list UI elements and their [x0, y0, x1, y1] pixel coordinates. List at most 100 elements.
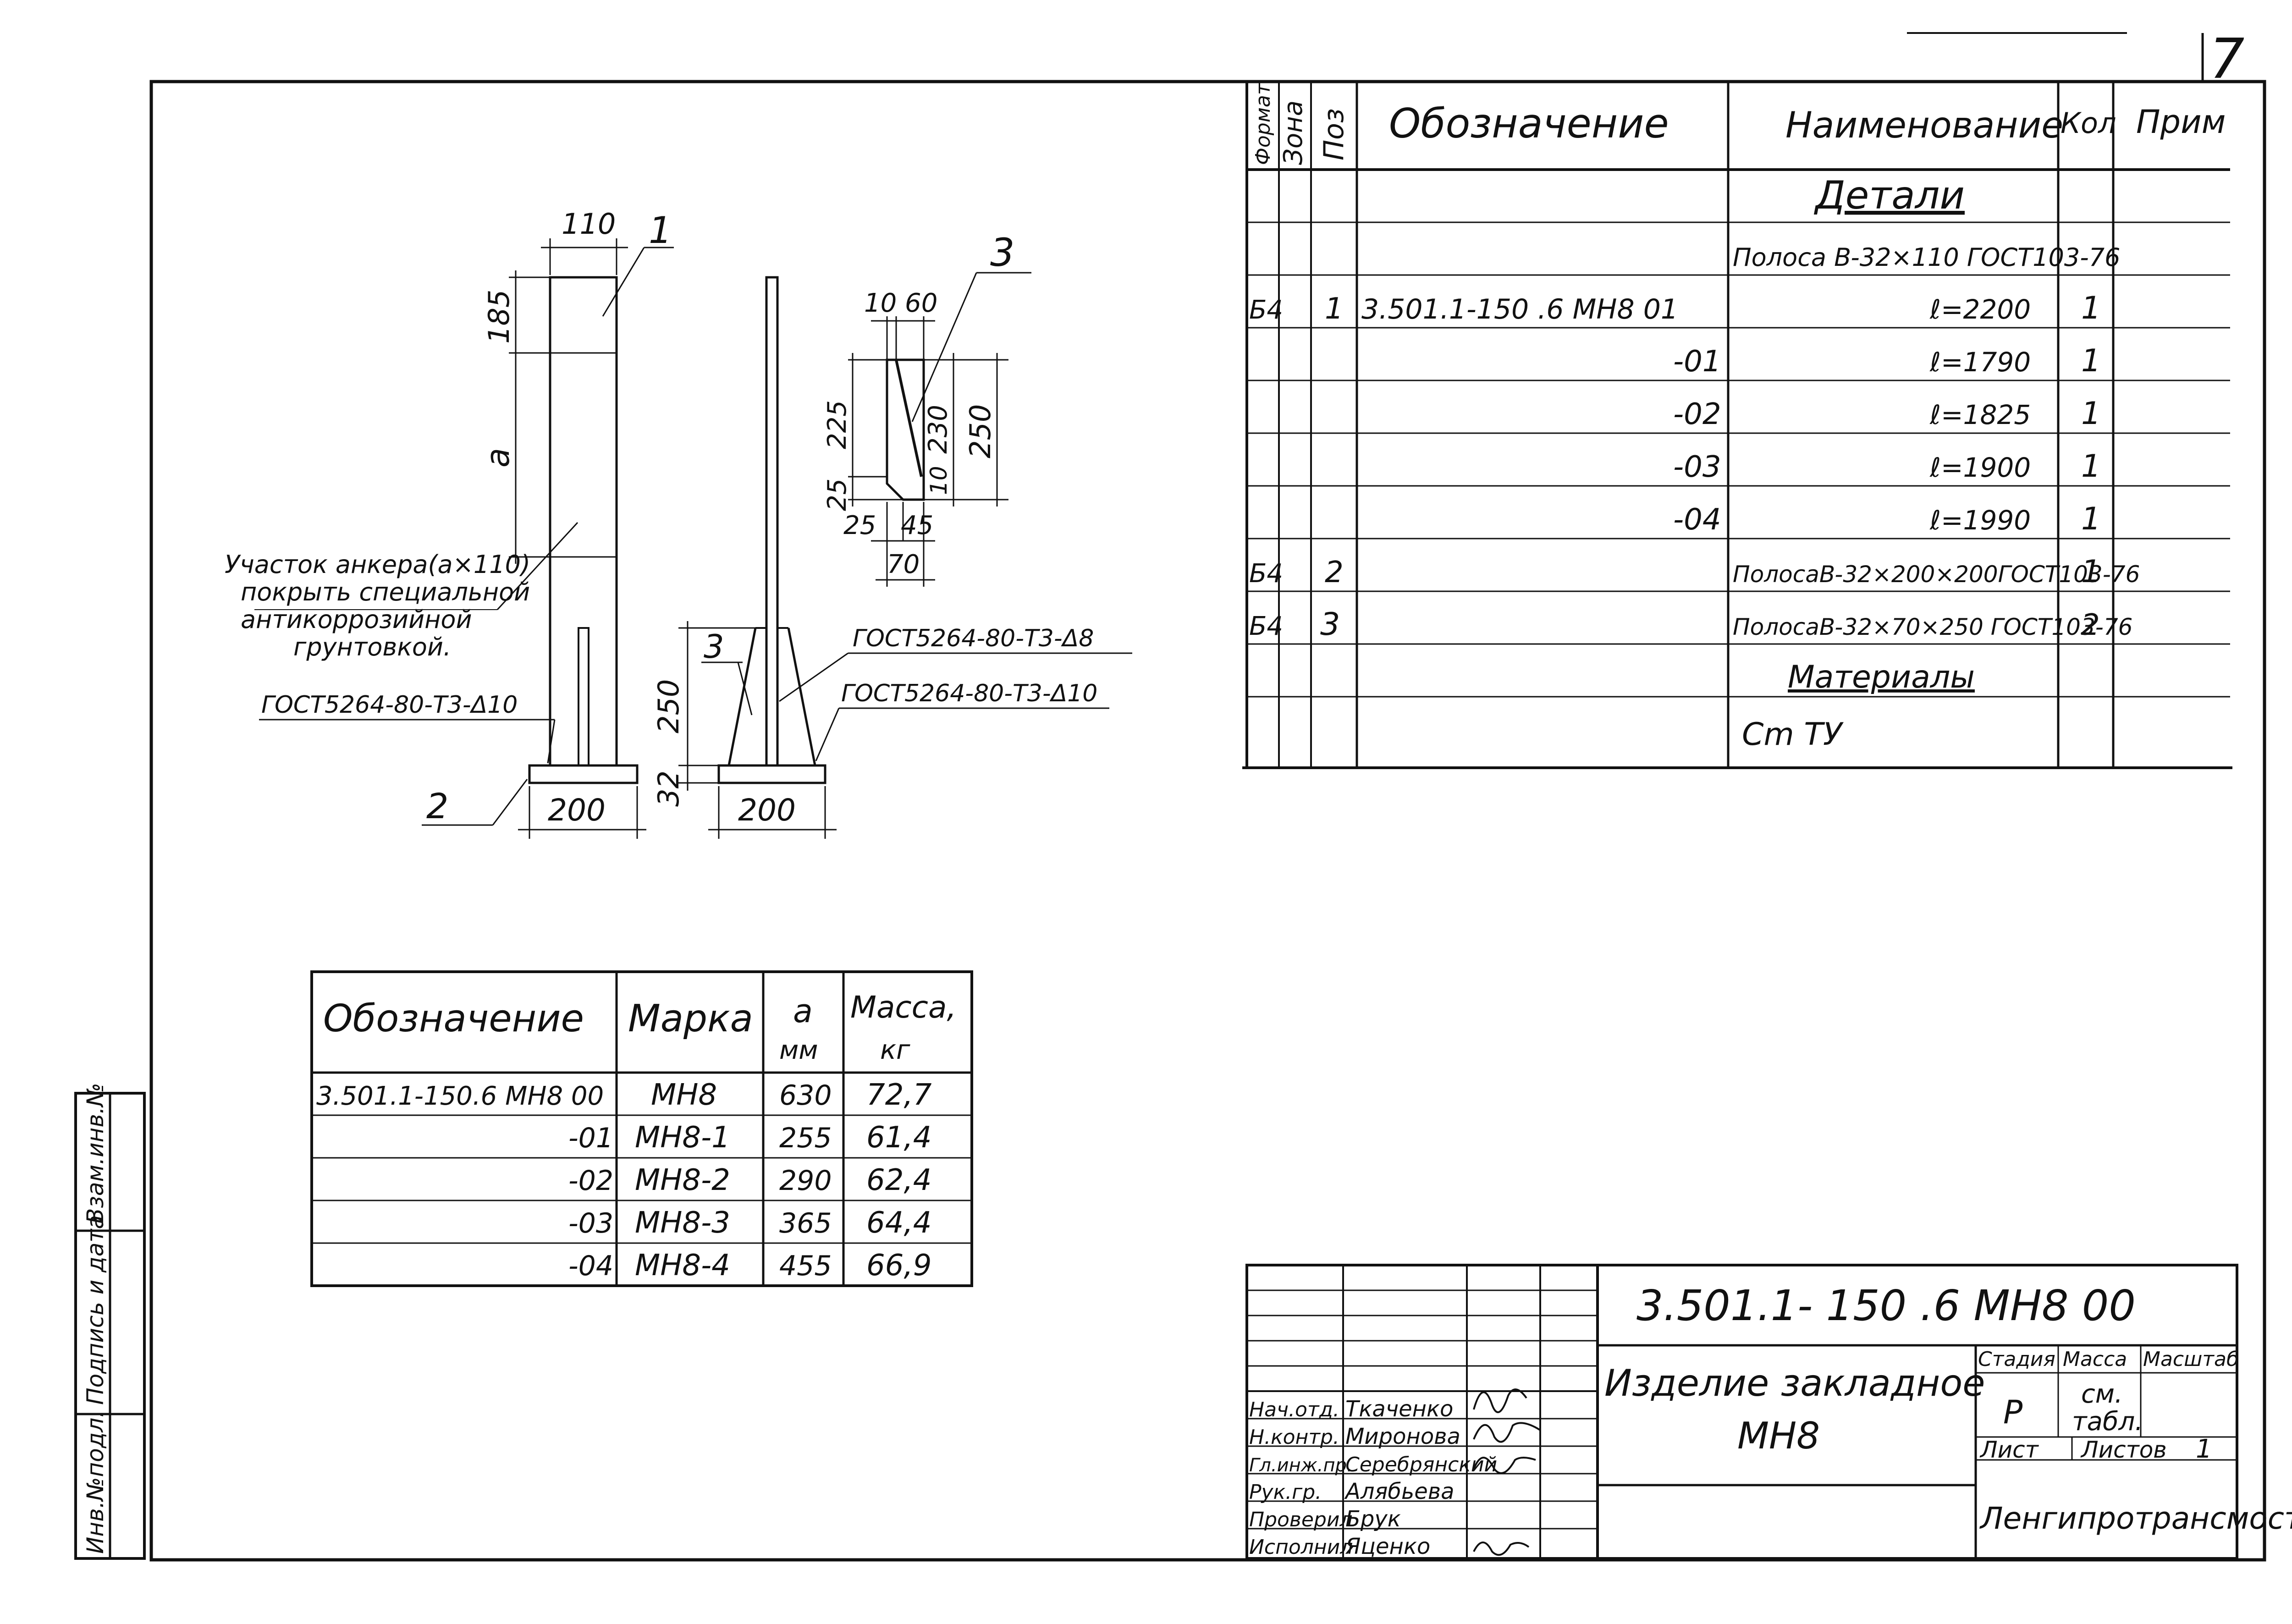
marks-table-grid — [310, 970, 973, 1287]
title-stage-label: Стадия — [1978, 1348, 2055, 1371]
marks-row-a: 255 — [779, 1122, 832, 1154]
title-mass-label: Масса — [2063, 1348, 2127, 1371]
title-block-grid — [1245, 1264, 2238, 1560]
spec-row-name: ПолосаB-32×70×250 ГОСТ103-76 — [1733, 614, 2132, 640]
spec-row-format: Б4 — [1249, 295, 1283, 325]
title-org: Ленгипротрансмост — [1979, 1501, 2292, 1536]
spec-row-qty: 1 — [2081, 396, 2101, 432]
spec-row-designation: -04 — [1673, 503, 1721, 537]
title-line2: МН8 — [1737, 1415, 1820, 1457]
marks-header-a: a — [793, 992, 813, 1030]
staff-role: Исполнил — [1249, 1536, 1353, 1559]
anchor-note-line4: грунтовкой. — [293, 633, 451, 661]
marks-row-mass: 62,4 — [866, 1163, 932, 1197]
title-sheet-label: Лист — [1979, 1437, 2039, 1463]
marks-row-designation: 3.501.1-150.6 МН8 00 — [316, 1081, 604, 1111]
spec-header-note: Прим — [2136, 103, 2226, 141]
title-line1: Изделие закладное — [1604, 1362, 1985, 1404]
dim-225: 225 — [822, 400, 852, 449]
view-side: 250 32 200 3 ГОСТ5264-80-Т3-Δ8 ГОСТ5264-… — [652, 276, 1132, 839]
staff-role: Н.контр. — [1249, 1426, 1339, 1449]
side-stamp: Взам.инв.№ Подпись и дата Инв.№подл. — [74, 1083, 146, 1560]
dim-70: 70 — [887, 550, 920, 579]
spec-header-designation: Обозначение — [1389, 100, 1669, 147]
marks-row-mark: МН8 — [651, 1078, 717, 1112]
marks-row-designation: -03 — [568, 1207, 613, 1239]
spec-row-designation: 3.501.1-150 .6 МН8 01 — [1361, 293, 1678, 325]
marks-row-mark: МН8-3 — [635, 1206, 730, 1240]
weld-left: ГОСТ5264-80-Т3-Δ10 — [261, 691, 518, 719]
anchor-note-line3: антикоррозийной — [241, 605, 472, 634]
spec-row-pos: 2 — [1325, 556, 1344, 589]
spec-row-qty: 1 — [2081, 448, 2101, 484]
spec-header-name: Наименование — [1785, 105, 2063, 146]
dim-weld-height-250: 250 — [652, 679, 685, 733]
spec-row-name: Детали — [1813, 173, 1965, 218]
sheet-frame — [149, 32, 2266, 1562]
staff-name: Серебрянский — [1345, 1453, 1497, 1476]
dim-width-110: 110 — [562, 207, 616, 241]
spec-row-name: ℓ=1790 — [1929, 347, 2031, 378]
title-mass-value-2: табл. — [2072, 1407, 2143, 1437]
staff-name: Ткаченко — [1345, 1396, 1453, 1422]
spec-row-name: ℓ=1825 — [1929, 399, 2031, 430]
spec-header-pos: Поз — [1318, 108, 1350, 160]
side-stamp-inv-repl: Взам.инв.№ — [82, 1083, 109, 1224]
staff-role: Проверил — [1249, 1508, 1353, 1531]
marks-row-designation: -02 — [568, 1165, 613, 1197]
spec-row-name: ℓ=1900 — [1929, 452, 2031, 483]
callout-pos-3b: 3 — [704, 628, 724, 666]
dim-base-right-200: 200 — [738, 793, 796, 828]
callout-pos-3: 3 — [990, 230, 1014, 275]
title-sheets-value: 1 — [2196, 1434, 2212, 1464]
dim-25-bottom: 25 — [843, 511, 876, 540]
marks-row-a: 365 — [779, 1207, 832, 1239]
marks-row-mass: 66,9 — [866, 1249, 932, 1283]
marks-row-a: 455 — [779, 1250, 832, 1282]
dim-10-60: 10 60 — [864, 288, 937, 318]
staff-role: Нач.отд. — [1249, 1398, 1339, 1421]
marks-header-a-unit: мм — [779, 1035, 818, 1065]
dim-10-right: 10 — [926, 466, 952, 495]
marks-row-mass: 72,7 — [866, 1078, 932, 1112]
spec-row-format: Б4 — [1249, 611, 1283, 641]
staff-name: Миронова — [1345, 1424, 1460, 1449]
title-scale-label: Масштаб — [2143, 1348, 2239, 1371]
spec-row-pos: 3 — [1320, 606, 1340, 643]
marks-row-designation: -04 — [568, 1250, 613, 1282]
marks-header-mass: Масса, — [850, 990, 956, 1025]
staff-role: Рук.гр. — [1249, 1481, 1322, 1504]
spec-row-name: ℓ=2200 — [1929, 294, 2031, 325]
marks-row-mass: 64,4 — [866, 1206, 932, 1240]
staff-role: Гл.инж.пр. — [1249, 1455, 1353, 1476]
spec-row-designation: -01 — [1673, 345, 1721, 379]
marks-row-mark: МН8-1 — [635, 1121, 730, 1155]
spec-row-pos: 1 — [1325, 292, 1344, 326]
spec-row-designation: -03 — [1673, 450, 1721, 484]
marks-row-mark: МН8-4 — [635, 1249, 730, 1283]
weld-right-bottom: ГОСТ5264-80-Т3-Δ10 — [841, 680, 1097, 707]
marks-header-mass-unit: кг — [880, 1034, 910, 1065]
marks-row-mark: МН8-2 — [635, 1163, 730, 1197]
marks-row-mass: 61,4 — [866, 1121, 932, 1155]
marks-header-designation: Обозначение — [323, 997, 584, 1040]
spec-row-qty: 1 — [2081, 554, 2101, 590]
spec-row-qty: 1 — [2081, 343, 2101, 379]
spec-table-grid — [1242, 82, 2232, 769]
spec-row-name: ℓ=1990 — [1929, 505, 2031, 536]
anchor-note-line1: Участок анкера(a×110) — [225, 550, 530, 579]
side-stamp-inv-orig: Инв.№подл. — [82, 1410, 109, 1554]
view-front: 110 185 a 200 1 2 ГОСТ5264-80-Т3-Δ10 — [254, 207, 674, 839]
spec-row-qty: 1 — [2081, 501, 2101, 537]
sheet-number: 7 — [2209, 28, 2244, 91]
marks-row-designation: -01 — [568, 1122, 613, 1154]
weld-right-top: ГОСТ5264-80-Т3-Δ8 — [853, 625, 1094, 652]
title-sheets-label: Листов — [2080, 1437, 2167, 1463]
callout-pos-1: 1 — [649, 209, 672, 252]
spec-row-name: ПолосаB-32×200×200ГОСТ103-76 — [1733, 561, 2140, 588]
marks-row-a: 290 — [779, 1165, 832, 1197]
side-stamp-sign-date: Подпись и дата — [82, 1215, 109, 1405]
title-mass-value-1: см. — [2081, 1379, 2123, 1409]
dim-25-left: 25 — [822, 479, 852, 511]
dim-250-detail: 250 — [964, 404, 997, 458]
